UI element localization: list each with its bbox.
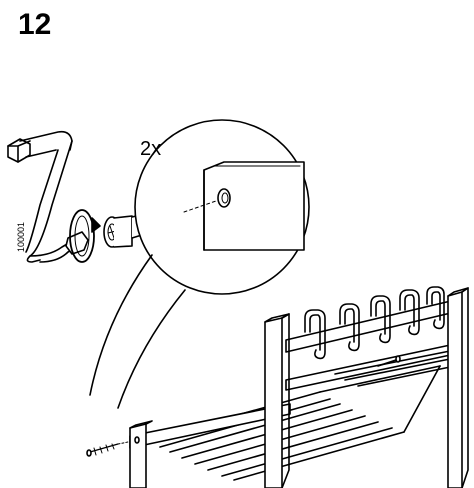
shelf-frame — [86, 287, 469, 488]
detail-callout — [89, 119, 310, 409]
quantity-label: 2x — [140, 138, 161, 160]
tool-code-label: 100001 — [16, 222, 26, 252]
clockwise-rotation-icon — [69, 209, 101, 263]
hook-rail — [304, 286, 445, 360]
allen-key-icon — [7, 130, 89, 263]
step-number: 12 — [18, 8, 52, 41]
